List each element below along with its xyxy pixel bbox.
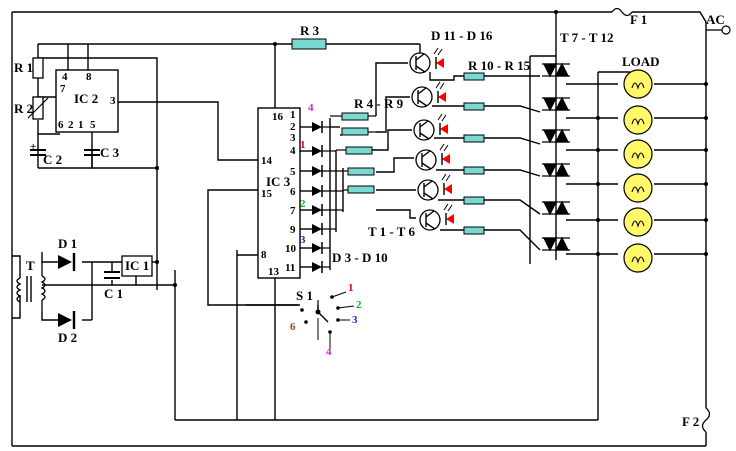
resistors-r10-r15: R 10 - R 15: [463, 58, 531, 235]
leds-d11-d16: D 11 - D 16: [431, 28, 493, 225]
r2-label: R 2: [14, 101, 33, 116]
d11-d16-label: D 11 - D 16: [431, 28, 493, 43]
rotary-switch-s1: S 1 1 2 3 4 6: [290, 282, 362, 358]
ic3-out-2: 2: [290, 121, 296, 133]
s1-pos-2: 2: [356, 299, 362, 311]
ic3-pin-15: 15: [261, 188, 273, 200]
f1-label: F 1: [630, 12, 647, 27]
diodes-d3-d10: D 3 - D 10: [312, 121, 388, 273]
t1-t6-label: T 1 - T 6: [368, 224, 415, 239]
capacitor-c2: + C 2: [30, 141, 62, 167]
wiring: [11, 11, 707, 447]
junction-dots: [155, 10, 708, 287]
t7-t12-label: T 7 - T 12: [560, 30, 613, 45]
c3-label: C 3: [100, 145, 120, 160]
capacitor-c3: C 3: [84, 145, 120, 160]
ac-label: AC: [706, 12, 725, 27]
resistor-r1: R 1: [14, 57, 44, 79]
ic3-out-4: 4: [290, 145, 296, 157]
ac-input: AC: [706, 12, 731, 35]
diode-d1: D 1: [58, 236, 77, 271]
triacs-t7-t12: T 7 - T 12: [542, 30, 613, 252]
ic2-pin-8: 8: [86, 71, 92, 83]
ic2-pin-2: 2: [68, 119, 74, 131]
s1-pos-1: 1: [348, 282, 354, 294]
ic2-pin-6: 6: [58, 119, 64, 131]
ic1-regulator: IC 1: [121, 255, 153, 277]
marker-pattern-1: 1: [300, 139, 306, 151]
ic3-pin-8: 8: [261, 249, 267, 261]
marker-pattern-2: 2: [300, 198, 306, 210]
c1-label: C 1: [104, 286, 123, 301]
ic2-pin-4: 4: [62, 71, 68, 83]
capacitor-c1: C 1: [104, 271, 123, 301]
ic3-pin-14: 14: [261, 155, 273, 167]
ic3-out-1: 1: [290, 109, 296, 121]
ic2-pin-7: 7: [60, 83, 66, 95]
ic3-label: IC 3: [266, 174, 291, 189]
r1-label: R 1: [14, 60, 33, 75]
ic2-pin-3: 3: [110, 95, 116, 107]
ic3-out-10: 10: [285, 243, 297, 255]
fuse-f2: F 2: [682, 407, 711, 433]
ic2-label: IC 2: [74, 91, 98, 106]
ic1-label: IC 1: [125, 258, 149, 273]
resistor-r3: R 3: [291, 23, 327, 50]
marker-pattern-4: 4: [308, 102, 314, 114]
ic3-out-5: 5: [290, 166, 296, 178]
transformer-t: T: [16, 258, 46, 312]
ic2-chip: IC 2 4 8 7 3 6 2 1 5: [55, 69, 119, 133]
ic2-pin-5: 5: [90, 119, 96, 131]
d1-label: D 1: [58, 236, 77, 251]
ic3-pin-13: 13: [268, 266, 280, 278]
ic3-out-3: 3: [290, 132, 296, 144]
d2-label: D 2: [58, 330, 77, 345]
marker-pattern-3: 3: [300, 234, 306, 246]
ic3-chip: IC 3 16 14 15 8 13 1 2 3 4 5 6 7 9 10 11: [257, 107, 301, 279]
potentiometer-r2: R 2: [14, 96, 49, 120]
r3-label: R 3: [300, 23, 320, 38]
lamps-load: LOAD: [622, 54, 660, 273]
s1-pos-4: 4: [326, 346, 332, 358]
d3-d10-label: D 3 - D 10: [332, 250, 388, 265]
ic3-out-9: 9: [290, 224, 296, 236]
svg-text:+: +: [30, 141, 36, 153]
s1-pos-3: 3: [352, 314, 358, 326]
f2-label: F 2: [682, 414, 699, 429]
ic3-out-7: 7: [290, 205, 296, 217]
ic3-pin-16: 16: [272, 111, 284, 123]
r10-r15-label: R 10 - R 15: [468, 58, 531, 73]
ic3-out-6: 6: [290, 186, 296, 198]
fuse-f1: F 1: [611, 7, 647, 27]
transformer-label: T: [26, 258, 35, 273]
resistors-r4-r9: R 4 - R 9: [330, 96, 404, 194]
s1-label: S 1: [296, 288, 313, 303]
diode-d2: D 2: [58, 311, 77, 345]
load-label: LOAD: [622, 54, 660, 69]
ic3-out-11: 11: [285, 262, 295, 274]
r4-r9-label: R 4 - R 9: [354, 96, 404, 111]
s1-pos-6: 6: [290, 321, 296, 333]
ic2-pin-1: 1: [78, 119, 84, 131]
transistors-t1-t6: T 1 - T 6: [368, 52, 441, 239]
c2-label: C 2: [43, 152, 62, 167]
